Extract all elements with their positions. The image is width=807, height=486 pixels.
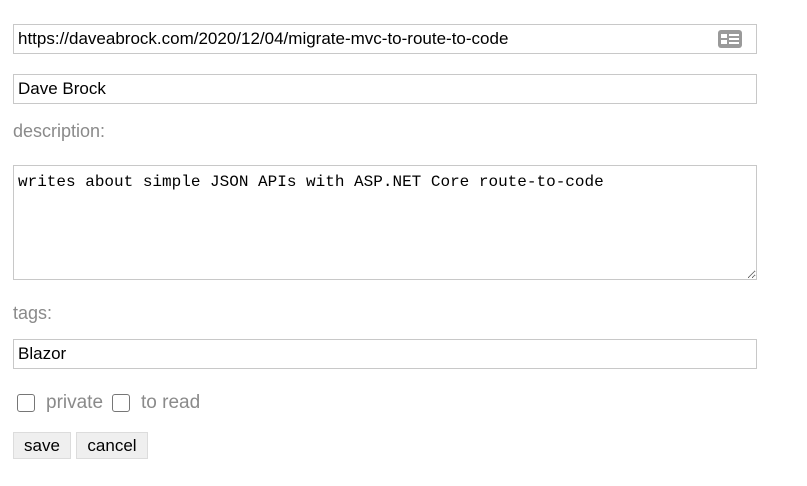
cancel-button[interactable]: cancel [76, 432, 148, 459]
options-row: private to read [17, 392, 209, 414]
contact-card-icon[interactable] [717, 28, 743, 50]
tags-input[interactable] [13, 339, 757, 369]
private-label[interactable]: private [46, 392, 104, 413]
url-input[interactable] [13, 24, 757, 54]
save-button[interactable]: save [13, 432, 71, 459]
title-input[interactable] [13, 74, 757, 104]
description-textarea[interactable]: writes about simple JSON APIs with ASP.N… [13, 165, 757, 280]
to-read-label[interactable]: to read [141, 392, 201, 413]
private-checkbox[interactable] [17, 394, 35, 412]
to-read-checkbox[interactable] [112, 394, 131, 412]
tags-label: tags: [13, 303, 53, 323]
description-label: description: [13, 121, 106, 141]
